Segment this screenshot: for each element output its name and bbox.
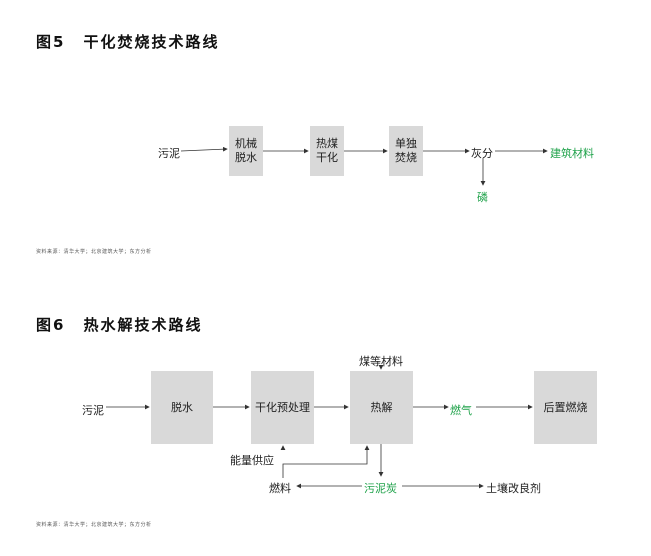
fig6-arrow-fuel-to-pyrolysis [282,445,370,478]
fig6-box-label: 热解 [370,400,393,414]
fig6-box-pyrolysis: 热解 [350,371,413,444]
fig5-box-incineration: 单独 焚烧 [389,126,423,176]
fig6-box-dewatering: 脱水 [151,371,213,444]
fig5-box-thermal-drying: 热煤 干化 [310,126,344,176]
figure5-number: 图5 [36,33,66,51]
fig6-box-drying-pretreatment: 干化预处理 [251,371,314,444]
fig6-fuel: 燃料 [269,482,291,495]
fig5-input-sludge: 污泥 [158,147,180,160]
figure6-source: 资料来源：清华大学；北京建筑大学；东方分析 [36,522,152,528]
fig5-building-material: 建筑材料 [550,147,594,160]
fig5-phosphorus: 磷 [477,191,488,204]
fig6-energy-supply: 能量供应 [230,454,274,467]
fig6-gas: 燃气 [450,404,472,417]
figure5-title: 图5 干化焚烧技术路线 [36,31,219,52]
fig5-box-label: 机械 脱水 [235,137,257,164]
figure5-source: 资料来源：清华大学；北京建筑大学；东方分析 [36,249,152,255]
fig6-soil-conditioner: 土壤改良剂 [486,482,541,495]
fig5-ash: 灰分 [471,147,493,160]
figure6-title: 图6 热水解技术路线 [36,314,202,335]
figure5-title-text: 干化焚烧技术路线 [83,33,220,51]
fig6-input-sludge: 污泥 [82,404,104,417]
fig6-box-post-combustion: 后置燃烧 [534,371,597,444]
fig5-box-label: 单独 焚烧 [395,137,417,164]
figure6-number: 图6 [36,316,66,334]
fig6-sludge-char: 污泥炭 [364,482,397,495]
fig5-box-mechanical-dewatering: 机械 脱水 [229,126,263,176]
fig6-box-label: 干化预处理 [255,400,310,414]
fig5-arrow-sludge-to-dewatering [180,146,228,152]
fig5-box-label: 热煤 干化 [316,137,338,164]
figure6-title-text: 热水解技术路线 [83,316,203,334]
fig6-box-label: 后置燃烧 [543,400,588,414]
fig6-box-label: 脱水 [171,400,193,414]
fig6-coal-materials: 煤等材料 [359,355,403,368]
